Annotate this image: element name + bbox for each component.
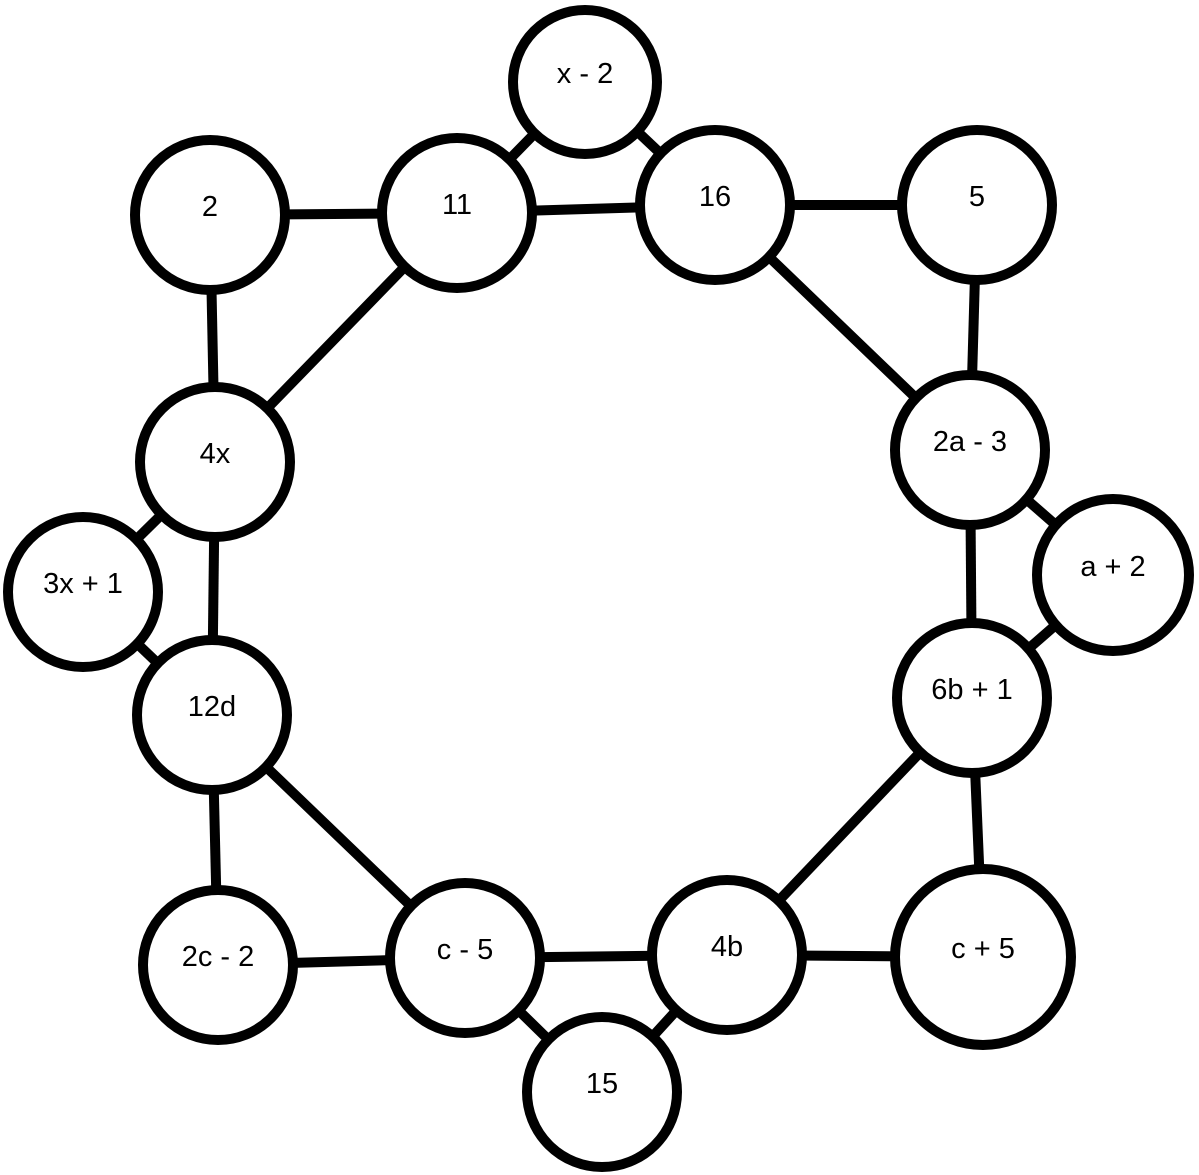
node-circle-3x1 (3, 512, 163, 672)
node-circle-c5p (890, 864, 1076, 1050)
node-circle-2a3 (890, 370, 1050, 530)
node-circle-a2 (1032, 494, 1194, 656)
node-label-2c2: 2c - 2 (181, 941, 255, 973)
node-circle-11 (377, 133, 537, 293)
node-circle-x2 (508, 5, 662, 159)
node-circle-c5m (385, 878, 545, 1038)
node-circle-12d (132, 635, 292, 795)
node-circle-2 (130, 135, 290, 295)
node-circle-4x (135, 382, 295, 542)
node-label-2a3: 2a - 3 (932, 426, 1008, 458)
node-label-16: 16 (698, 181, 732, 213)
node-label-x2: x - 2 (556, 58, 614, 90)
node-label-a2: a + 2 (1080, 551, 1146, 583)
node-label-c5m: c - 5 (436, 934, 494, 966)
node-label-2: 2 (201, 191, 219, 223)
node-circle-16 (635, 125, 795, 285)
node-label-3x1: 3x + 1 (43, 568, 123, 600)
node-circle-4b (647, 875, 807, 1035)
node-label-4x: 4x (199, 438, 231, 470)
node-circle-2c2 (138, 885, 298, 1045)
node-label-5: 5 (968, 181, 986, 213)
node-label-6b1: 6b + 1 (931, 674, 1013, 706)
node-label-12d: 12d (187, 691, 237, 723)
node-label-c5p: c + 5 (951, 933, 1015, 965)
node-circle-15 (522, 1012, 682, 1172)
node-circles (3, 5, 1194, 1172)
node-label-15: 15 (585, 1068, 619, 1100)
node-label-4b: 4b (710, 931, 744, 963)
node-circle-6b1 (892, 618, 1052, 778)
node-label-11: 11 (441, 189, 473, 221)
node-circle-5 (897, 125, 1057, 285)
